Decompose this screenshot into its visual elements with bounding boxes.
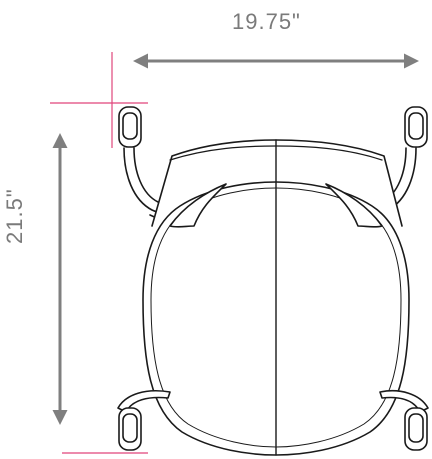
left-armrest (169, 183, 227, 228)
rear-left-caster (118, 106, 142, 148)
left-base-leg (117, 390, 171, 413)
height-dimension-label: 21.5" (2, 188, 27, 244)
measurement-guide-lines (50, 52, 148, 454)
right-armrest (325, 183, 383, 228)
width-dimension-label: 19.75" (232, 9, 301, 34)
front-right-caster (404, 407, 428, 451)
right-base-leg (379, 390, 429, 413)
rear-right-caster (404, 106, 428, 148)
front-left-caster (118, 407, 142, 451)
chair-outline (117, 106, 429, 456)
